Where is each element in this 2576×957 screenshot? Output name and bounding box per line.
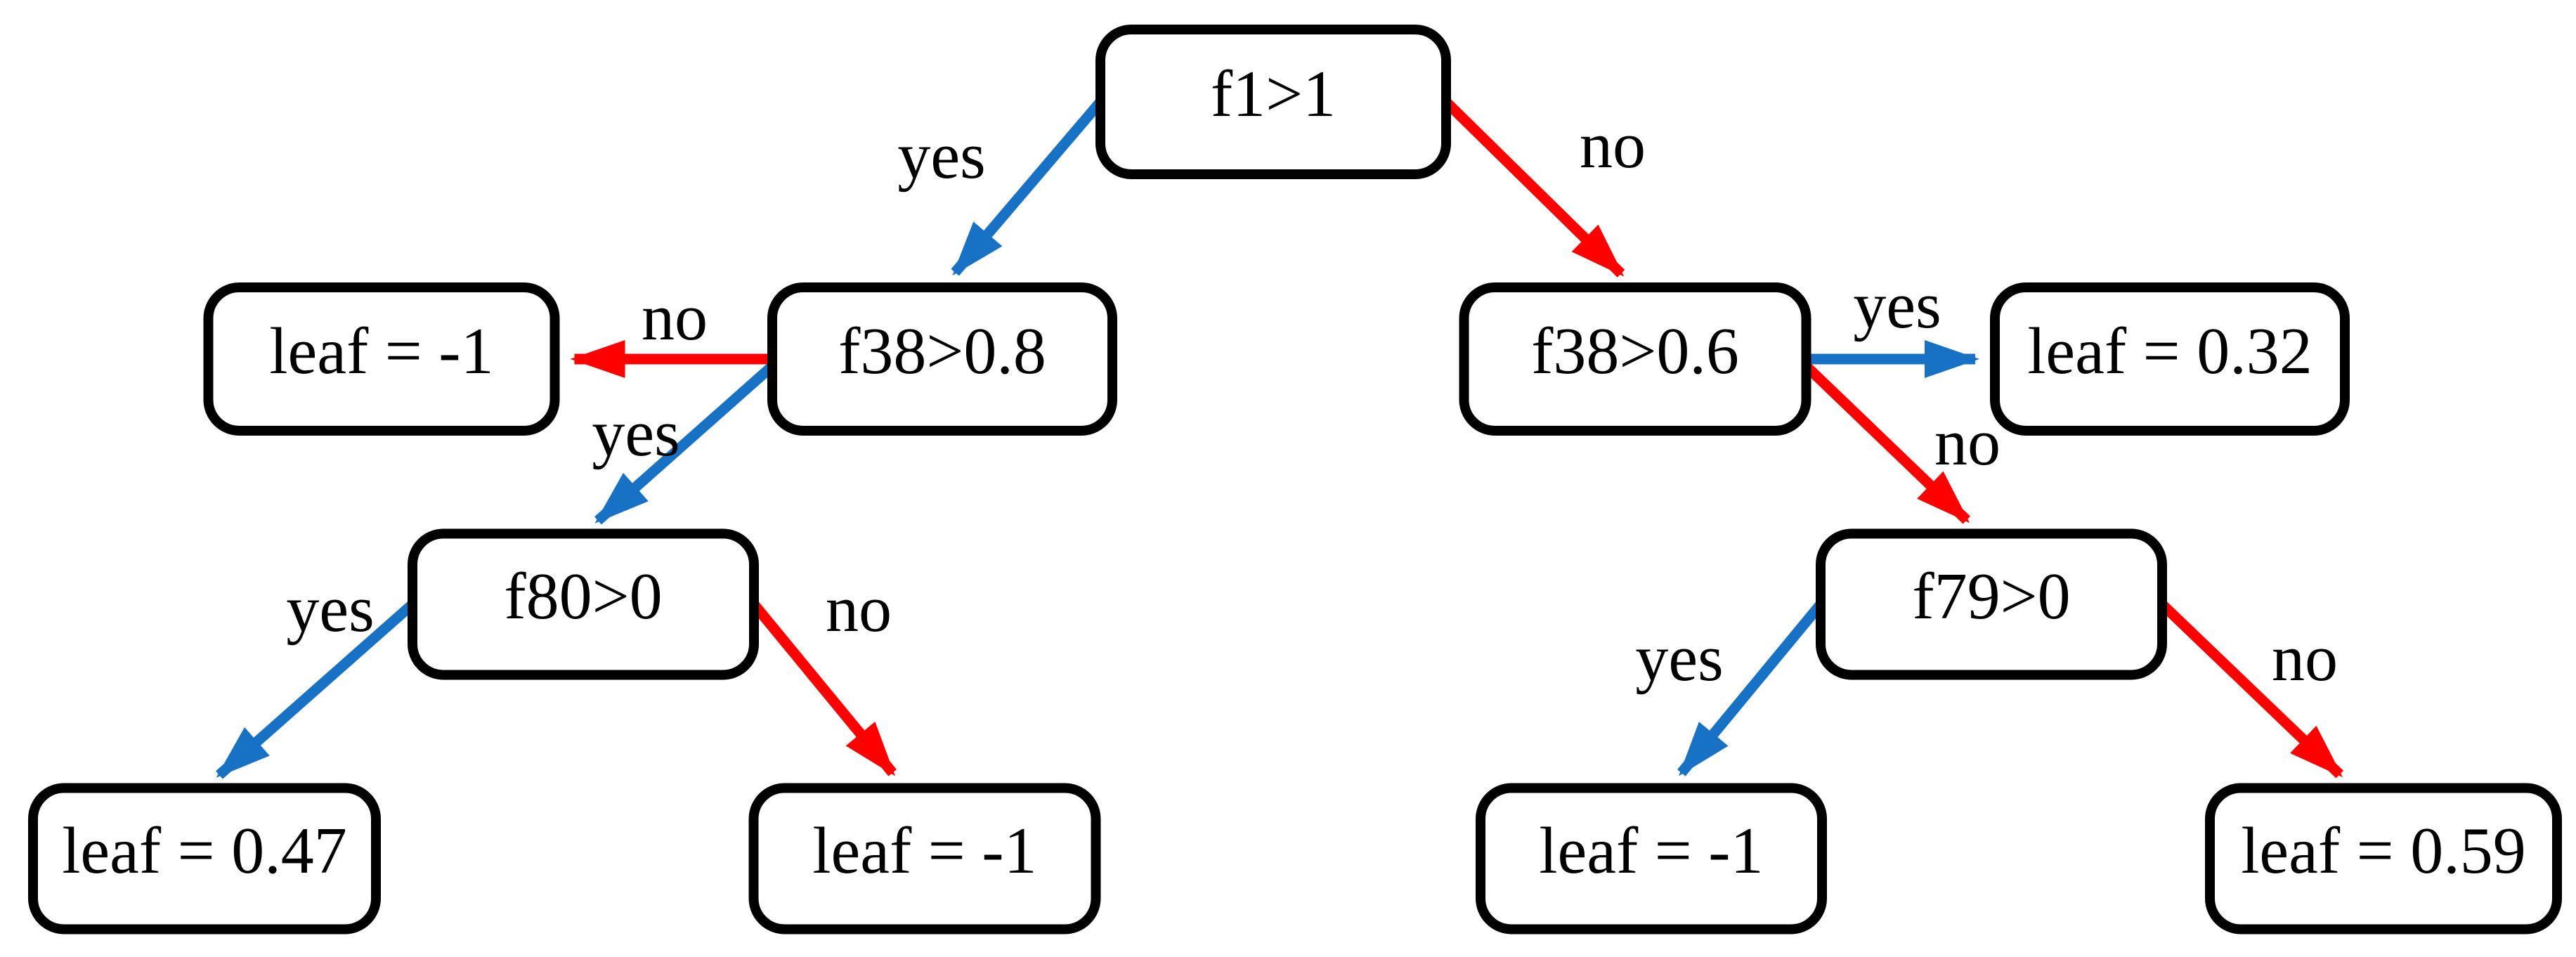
edge-root-to-f38a-yes xyxy=(951,98,1105,276)
edge-label-no-f38a-leaf_a: no xyxy=(642,281,708,354)
node-box xyxy=(28,783,381,935)
node-label: leaf = -1 xyxy=(1539,814,1763,887)
node-label: f80>0 xyxy=(504,560,662,633)
split-node-root: f1>1 xyxy=(1095,25,1451,179)
edge-f80-to-leaf_b-yes xyxy=(216,600,416,779)
edge-label-no-f80-leaf_c: no xyxy=(826,573,892,646)
node-label: f38>0.6 xyxy=(1531,315,1739,388)
leaf-node-leaf_a: leaf = -1 xyxy=(203,282,560,436)
split-node-f38b: f38>0.6 xyxy=(1459,282,1811,436)
edge-label-yes-f38b-leaf_d: yes xyxy=(1853,269,1941,342)
edge-label-no-f38b-f79: no xyxy=(1934,406,2001,479)
leaf-node-leaf_c: leaf = -1 xyxy=(748,783,1101,935)
split-node-f79: f79>0 xyxy=(1816,528,2167,680)
node-label: leaf = 0.59 xyxy=(2241,814,2525,887)
leaf-node-leaf_d: leaf = 0.32 xyxy=(1990,282,2350,436)
edge-f38a-to-f80-yes xyxy=(594,362,776,525)
edge-f79-to-leaf_e-yes xyxy=(1677,601,1825,776)
leaf-node-leaf_b: leaf = 0.47 xyxy=(28,783,381,935)
edge-label-yes-f80-leaf_b: yes xyxy=(286,573,374,646)
edge-label-no-f79-leaf_f: no xyxy=(2272,622,2338,695)
node-box xyxy=(767,282,1117,436)
leaf-node-leaf_e: leaf = -1 xyxy=(1476,783,1827,935)
node-box xyxy=(1095,25,1451,179)
node-label: leaf = -1 xyxy=(269,315,493,388)
node-label: leaf = -1 xyxy=(812,814,1036,887)
split-node-f80: f80>0 xyxy=(408,528,759,680)
node-label: f38>0.8 xyxy=(838,315,1046,388)
edge-f79-to-leaf_f-no xyxy=(2158,600,2343,779)
leaf-node-leaf_f: leaf = 0.59 xyxy=(2205,783,2562,935)
node-label: f1>1 xyxy=(1211,58,1336,131)
split-node-f38a: f38>0.8 xyxy=(767,282,1117,436)
node-box xyxy=(2205,783,2562,935)
node-box xyxy=(203,282,560,436)
node-box xyxy=(748,783,1101,935)
node-label: f79>0 xyxy=(1912,560,2070,633)
edge-label-yes-f79-leaf_e: yes xyxy=(1635,622,1723,695)
edge-label-no-root-f38b: no xyxy=(1580,109,1646,182)
node-box xyxy=(1459,282,1811,436)
edge-f80-to-leaf_c-no xyxy=(750,601,897,776)
node-box xyxy=(408,528,759,680)
edge-f38b-to-f79-no xyxy=(1802,362,1970,524)
node-label: leaf = 0.47 xyxy=(62,814,346,887)
edge-root-to-f38b-no xyxy=(1442,98,1625,278)
node-box xyxy=(1816,528,2167,680)
edge-label-yes-f38a-f80: yes xyxy=(592,397,679,470)
node-box xyxy=(1990,282,2350,436)
edge-label-yes-root-f38a: yes xyxy=(897,119,985,193)
node-label: leaf = 0.32 xyxy=(2027,315,2312,388)
node-box xyxy=(1476,783,1827,935)
